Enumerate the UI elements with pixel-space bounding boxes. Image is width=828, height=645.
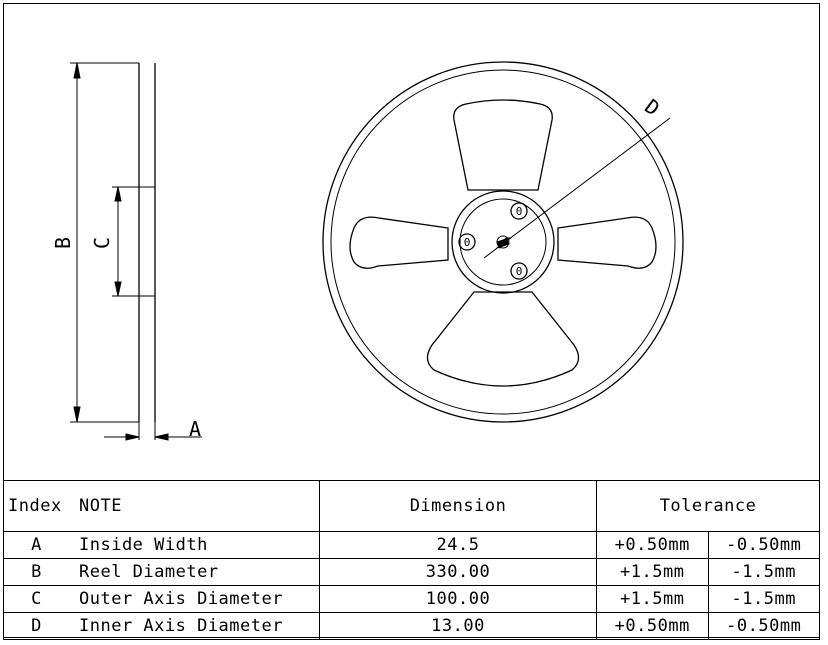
reel-drawing: B C A 0 0 0 <box>51 61 684 441</box>
table-header-row: Index NOTE Dimension Tolerance <box>3 480 820 532</box>
row-note: Reel Diameter <box>69 558 320 586</box>
header-note: NOTE <box>69 480 320 532</box>
row-dimension: 13.00 <box>319 612 597 640</box>
spoke-window-bottom <box>426 291 580 387</box>
hole-mark-3: 0 <box>516 265 523 278</box>
row-index: C <box>3 585 69 613</box>
row-tolerance-plus: +1.5mm <box>596 558 709 586</box>
row-tolerance-plus: +0.50mm <box>596 612 709 640</box>
label-b: B <box>51 237 75 249</box>
reel-front-view <box>322 61 684 423</box>
hole-mark-2: 0 <box>464 236 471 249</box>
dimension-d <box>483 117 671 259</box>
row-tolerance-plus: +0.50mm <box>596 531 709 559</box>
dimension-a <box>104 422 202 441</box>
header-tolerance: Tolerance <box>596 480 820 532</box>
table-row: B Reel Diameter 330.00 +1.5mm -1.5mm <box>3 558 820 586</box>
header-index: Index <box>3 480 69 532</box>
hub-hole-1 <box>510 202 528 220</box>
dimension-b <box>70 62 139 423</box>
table-row: C Outer Axis Diameter 100.00 +1.5mm -1.5… <box>3 585 820 613</box>
hub-hole-3 <box>510 262 528 280</box>
spoke-window-left <box>349 216 449 269</box>
label-c: C <box>90 237 114 249</box>
row-dimension: 100.00 <box>319 585 597 613</box>
spec-table: Index NOTE Dimension Tolerance A Inside … <box>3 480 820 640</box>
label-a: A <box>189 417 201 441</box>
label-d: D <box>640 94 664 120</box>
spoke-window-top <box>453 99 553 191</box>
hole-mark-1: 0 <box>516 205 523 218</box>
row-index: D <box>3 612 69 640</box>
spoke-window-right <box>557 216 657 269</box>
row-note: Inner Axis Diameter <box>69 612 320 640</box>
table-row: D Inner Axis Diameter 13.00 +0.50mm -0.5… <box>3 612 820 640</box>
reel-inner-rim <box>330 69 676 415</box>
hub-hole-2 <box>458 233 476 251</box>
dimension-c <box>114 186 122 297</box>
row-tolerance-plus: +1.5mm <box>596 585 709 613</box>
row-note: Outer Axis Diameter <box>69 585 320 613</box>
row-tolerance-minus: -0.50mm <box>707 531 820 559</box>
header-dimension: Dimension <box>319 480 597 532</box>
row-tolerance-minus: -0.50mm <box>707 612 820 640</box>
row-tolerance-minus: -1.5mm <box>707 585 820 613</box>
hub-outer <box>451 190 555 294</box>
row-tolerance-minus: -1.5mm <box>707 558 820 586</box>
row-index: B <box>3 558 69 586</box>
hub-inner <box>459 198 547 286</box>
reel-side-view <box>112 63 156 422</box>
reel-outer-rim <box>322 61 684 423</box>
row-dimension: 330.00 <box>319 558 597 586</box>
table-row: A Inside Width 24.5 +0.50mm -0.50mm <box>3 531 820 559</box>
row-dimension: 24.5 <box>319 531 597 559</box>
row-index: A <box>3 531 69 559</box>
row-note: Inside Width <box>69 531 320 559</box>
